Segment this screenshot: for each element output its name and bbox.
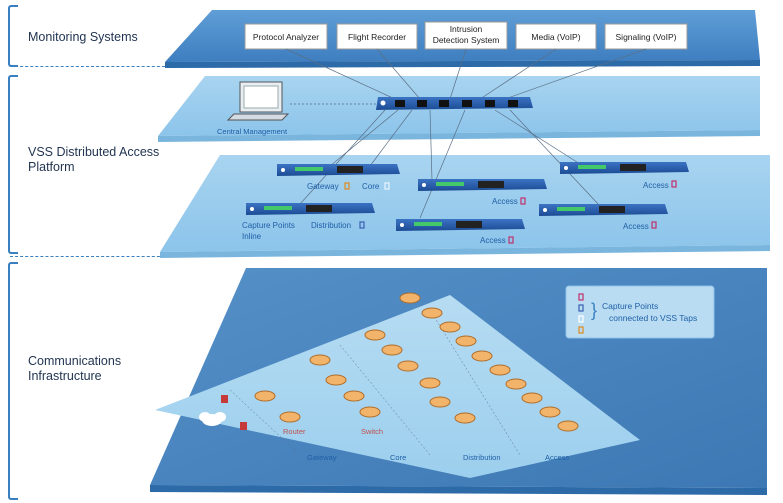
access-tap-marker-3 — [508, 236, 514, 244]
core-label: Core — [362, 182, 380, 191]
legend-marker-access — [578, 293, 584, 301]
router-icon — [309, 354, 331, 366]
central-management-label: Central Management — [217, 127, 288, 136]
access-tap-marker-4 — [651, 221, 657, 229]
zone-distribution-label: Distribution — [463, 453, 501, 462]
tool-signaling-voip: Signaling (VoIP) — [604, 23, 688, 50]
routers — [254, 292, 579, 432]
zone-gateway-label: Gateway — [307, 453, 337, 462]
tool-flight-recorder: Flight Recorder — [336, 23, 418, 50]
legend-marker-gateway — [578, 326, 584, 334]
firewall-icon — [221, 395, 247, 430]
cloud-icon — [199, 412, 226, 426]
vss-device-access-1 — [418, 179, 547, 191]
router-icon — [471, 350, 493, 362]
gateway-label: Gateway — [307, 182, 339, 191]
router-icon — [419, 377, 441, 389]
management-plane-edge — [158, 130, 760, 142]
router-icon — [399, 292, 421, 304]
access-tap-marker-2 — [671, 180, 677, 188]
vss-layer-label: VSS Distributed Access Platform — [28, 145, 168, 175]
access-plane — [160, 155, 770, 252]
vss-device-access-2 — [560, 162, 689, 174]
communications-layer-label: Communications Infrastructure — [28, 354, 122, 383]
router-icon — [364, 329, 386, 341]
access-plane-edge — [160, 245, 770, 258]
communications-plane-edge — [150, 485, 767, 495]
vss-brace — [8, 75, 18, 254]
legend: } Capture Points connected to VSS Taps — [565, 285, 715, 339]
zone-access-label: Access — [545, 453, 569, 462]
legend-marker-core — [578, 315, 584, 323]
vss-device-inline-distribution — [246, 203, 375, 215]
device-links — [299, 109, 601, 219]
router-icon — [489, 364, 511, 376]
access-tap-marker-1 — [520, 197, 526, 205]
zone-dividers — [229, 309, 521, 456]
vss-device-access-3 — [396, 219, 525, 231]
distribution-label: Distribution — [311, 221, 351, 230]
router-icon — [325, 374, 347, 386]
legend-brace-icon: } — [591, 300, 597, 320]
router-icon — [454, 412, 476, 424]
laptop-icon — [226, 81, 290, 121]
gateway-tap-marker — [344, 182, 350, 190]
access-label-2: Access — [643, 181, 669, 190]
vss-device-access-4 — [539, 204, 668, 216]
legend-text-line2: connected to VSS Taps — [609, 313, 697, 323]
router-icon — [279, 411, 301, 423]
vss-device-gateway-core — [277, 164, 400, 176]
legend-marker-distribution — [578, 304, 584, 312]
legend-text-line1: Capture Points — [602, 301, 658, 311]
central-switch — [376, 97, 533, 110]
capture-points-inline-label-2: Inline — [242, 232, 262, 241]
vss-layer-text: VSS Distributed Access Platform — [28, 145, 160, 174]
tool-media-voip: Media (VoIP) — [515, 23, 597, 50]
distribution-tap-marker — [359, 221, 365, 229]
router-icon — [429, 396, 451, 408]
monitoring-divider — [10, 66, 170, 67]
infrastructure-floor — [155, 295, 640, 478]
tool-protocol-analyzer-label: Protocol Analyzer — [253, 32, 319, 42]
access-label-3: Access — [480, 236, 506, 245]
vss-divider — [10, 256, 170, 257]
tool-intrusion-detection: Intrusion Detection System — [424, 21, 508, 50]
access-label-1: Access — [492, 197, 518, 206]
switch-label: Switch — [361, 427, 383, 436]
router-icon — [539, 406, 561, 418]
router-icon — [254, 390, 276, 402]
router-icon — [381, 344, 403, 356]
monitoring-layer-label: Monitoring Systems — [28, 30, 138, 44]
router-icon — [557, 420, 579, 432]
zone-core-label: Core — [390, 453, 406, 462]
router-icon — [521, 392, 543, 404]
tool-ids-label-line1: Intrusion — [450, 24, 483, 34]
access-label-4: Access — [623, 222, 649, 231]
router-icon — [397, 360, 419, 372]
router-icon — [421, 307, 443, 319]
router-icon — [359, 406, 381, 418]
tool-links — [285, 48, 647, 100]
tool-signaling-voip-label: Signaling (VoIP) — [616, 32, 677, 42]
router-icon — [439, 321, 461, 333]
tool-protocol-analyzer: Protocol Analyzer — [244, 23, 328, 50]
router-icon — [505, 378, 527, 390]
tool-ids-label-line2: Detection System — [433, 35, 500, 45]
communications-brace — [8, 262, 18, 500]
capture-points-inline-label: Capture Points — [242, 221, 295, 230]
router-label: Router — [283, 427, 306, 436]
tool-media-voip-label: Media (VoIP) — [531, 32, 580, 42]
router-icon — [455, 335, 477, 347]
router-icon — [343, 390, 365, 402]
tool-flight-recorder-label: Flight Recorder — [348, 32, 406, 42]
core-tap-marker — [384, 182, 390, 190]
